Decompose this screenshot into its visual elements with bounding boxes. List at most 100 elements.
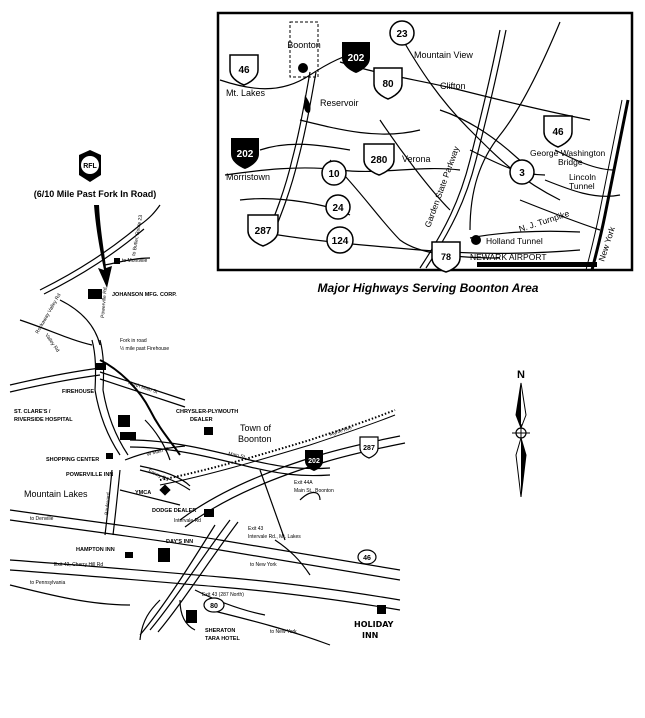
label-chrysler-line1: CHRYSLER-PLYMOUTH [176,409,238,415]
label-clifton: Clifton [440,81,466,91]
fork-note: (6/10 Mile Past Fork In Road) [34,189,157,199]
shield-46-right: 46 [543,115,573,148]
newark-dot [471,235,481,245]
shield-124-label: 124 [332,236,349,247]
label-morristown: Morristown [226,172,270,182]
shield-46-right-label: 46 [552,127,564,138]
label-hampton-inn: HAMPTON INN [76,547,115,553]
shopping-center-building [106,453,113,459]
shield-23-label: 23 [396,29,408,40]
label-exit-44a: Exit 44A [294,480,313,486]
shield-80-label: 80 [382,79,394,90]
label-st-clares-line2: RIVERSIDE HOSPITAL [14,417,73,423]
label-verona: Verona [402,154,431,164]
shield-3-label: 3 [519,168,525,179]
shield-202-left-label: 202 [237,149,254,160]
label-main-st: Main St [228,451,246,461]
shield-78-label: 78 [441,252,451,262]
label-to-butler: to Butler, Route 23 [131,214,144,256]
label-mt-lakes: Mt. Lakes [226,88,266,98]
label-st-clares-line1: ST. CLARE'S / [14,409,51,415]
label-holiday: HOLIDAY [354,620,394,629]
montville-marker [114,258,120,264]
shield-24: 24 [325,194,351,220]
johanson-building [88,289,102,299]
shield-280-label: 280 [371,155,388,166]
hudson-river [590,99,630,271]
shield-24-label: 24 [332,203,344,214]
shield-10-label: 10 [328,169,340,180]
local-shield-287-label: 287 [363,445,375,452]
airport-bar [477,262,597,267]
label-to-montville: to Montville [122,258,148,264]
label-boulevard: Boulevard [104,492,112,515]
label-to-denville: to Denville [30,516,54,522]
local-shield-46: 46 [357,549,377,565]
label-tara-hotel: TARA HOTEL [205,636,240,642]
label-johanson: JOHANSON MFG. CORP. [112,292,177,298]
label-to-new-york: to New York [250,562,277,568]
hospital-building-2 [120,432,136,440]
label-fork-in-road: Fork in road [120,338,147,344]
local-shield-202-label: 202 [308,458,320,465]
label-boonton: Boonton [287,40,321,50]
sheraton-building [186,610,197,623]
local-shield-80-label: 80 [210,603,218,610]
label-exit-43-desc: Intervale Rd., Mt. Lakes [248,534,301,540]
label-exit-43-287: Exit 43 (287 North) [202,592,244,598]
label-to-new-york-2: to New York [270,629,297,635]
north-arrow-icon: N [512,369,530,498]
shield-46-label: 46 [238,65,250,76]
label-lincoln-line2: Tunnel [569,181,595,191]
days-inn-building [158,548,170,562]
label-intervale-rd: Intervale Rd [174,518,201,524]
label-reservoir: Reservoir [320,98,359,108]
label-powerville-rd: Powerville Rd [100,287,109,318]
shield-202-top-label: 202 [348,53,365,64]
shield-3: 3 [509,159,535,185]
label-gw-bridge-line2: Bridge [558,157,583,167]
regional-map: 46 202 23 80 202 10 280 24 [216,11,634,273]
label-valley-rd: Valley Rd [43,333,60,354]
label-to-pennsylvania: to Pennsylvania [30,580,66,586]
label-dodge-dealer: DODGE DEALER [152,508,196,514]
regional-map-caption: Major Highways Serving Boonton Area [318,281,539,295]
label-exit-42: Exit 42, Cherry Hill Rd [54,562,103,568]
shield-124: 124 [326,226,354,254]
label-mountain-view: Mountain View [414,50,473,60]
firehouse-building [96,363,106,370]
shield-46: 46 [229,54,259,86]
rfl-logo: RFL [79,150,101,182]
label-exit-43: Exit 43 [248,526,264,532]
label-ymca: YMCA [135,490,151,496]
shield-287: 287 [247,214,279,247]
label-boonton-town: Boonton [238,434,272,444]
pointer-arrow [94,205,112,288]
shield-78: 78 [431,241,461,273]
dodge-building [204,509,214,517]
label-fork-distance: ½ mile past Firehouse [120,345,169,352]
shield-287-label: 287 [255,226,272,237]
label-holland-tunnel: Holland Tunnel [486,236,543,246]
boonton-highlight-box [289,21,319,78]
rfl-logo-text: RFL [83,163,97,170]
local-shield-287: 287 [359,436,379,459]
local-shield-46-label: 46 [363,555,371,562]
label-rockaway-valley-rd: Rockaway Valley Rd [35,292,63,335]
label-shopping-center: SHOPPING CENTER [46,457,99,463]
local-shield-202: 202 [305,450,323,471]
label-powerville-inn: POWERVILLE INN [66,472,113,478]
ymca-building [159,484,171,496]
label-sheraton: SHERATON [205,628,235,634]
label-inn: INN [362,631,378,640]
shield-280: 280 [363,143,395,176]
label-firehouse: FIREHOUSE [62,389,94,395]
shield-202-left: 202 [231,138,259,169]
local-shield-80: 80 [203,597,225,613]
label-mountain-lakes: Mountain Lakes [24,489,88,499]
label-exit-44a-desc: Main St., Boonton [294,488,334,494]
label-w-main-st: W Main St [146,446,170,458]
label-lincoln-line1: Lincoln [569,172,596,182]
hudson-river-bank [585,99,623,271]
